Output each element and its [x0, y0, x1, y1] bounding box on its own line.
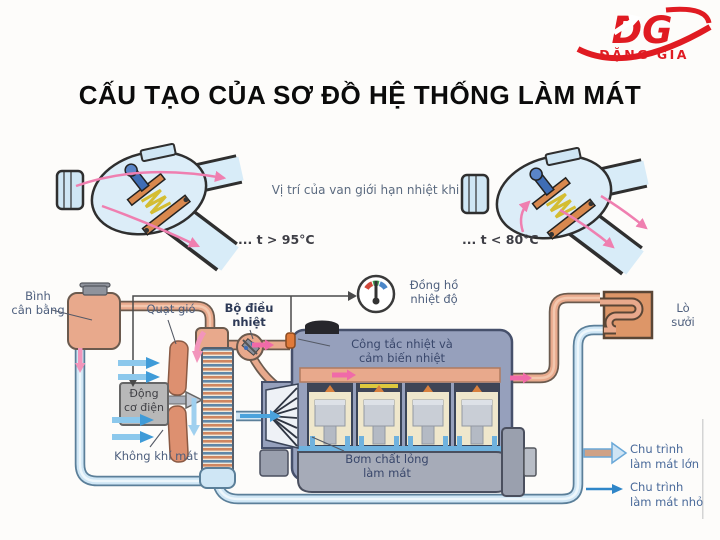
dang-gia-logo: DG ĐẶNG GIA [568, 3, 718, 67]
label-fan: Quạt gió [146, 302, 196, 316]
thermostat-valve-open-illustration [57, 140, 241, 259]
pipe-heater-return-bottom [213, 324, 604, 505]
label-balance-tank: Bình cân bằng [11, 289, 65, 318]
cylinder [454, 383, 500, 447]
output-shaft [523, 447, 537, 477]
legend-large-cycle-label: Chu trình làm mát lớn [630, 442, 700, 471]
logo-swoosh-bottom [576, 24, 712, 62]
fan-blade-top [167, 340, 189, 396]
thermal-switch-icon [285, 332, 296, 349]
radiator-bottom-tank [199, 467, 236, 489]
valve-closed-condition: ... t < 80°C [462, 232, 539, 247]
coolant-flow-arrows [75, 330, 532, 436]
pipe-cool-left-loop [74, 346, 212, 487]
label-thermal-switch: Công tắc nhiệt và cảm biến nhiệt [351, 337, 453, 366]
valve-caption: Vị trí của van giới hạn nhiệt khi [271, 183, 460, 197]
label-temperature-gauge: Đồng hồ nhiệt độ [409, 278, 459, 307]
legend-small-cycle-label: Chu trình làm mát nhỏ [630, 480, 704, 509]
legend-small-cycle-arrow-icon [586, 484, 623, 494]
temperature-gauge-icon [356, 274, 396, 314]
valve-open-condition: ... t > 95°C [238, 232, 315, 247]
valve-flow-arrows [75, 170, 648, 249]
logo-swoosh-top [665, 6, 712, 24]
label-cool-air: Không khí mát [114, 449, 198, 463]
label-heater: Lò sưởi [671, 301, 695, 330]
wire-arrow-right-icon [348, 291, 357, 301]
label-coolant-pump: Bơm chất lỏng làm mát [345, 452, 429, 481]
balance-tank [67, 282, 121, 350]
wire-arrow-down-icon [128, 378, 138, 387]
flywheel [501, 427, 525, 497]
page-edge-line [702, 419, 704, 519]
logo-name-text: ĐẶNG GIA [599, 47, 689, 62]
pipe-engine-to-heater [506, 292, 600, 384]
label-thermostat: Bộ điều nhiệt [224, 301, 274, 330]
sensor-wire [132, 295, 348, 380]
cylinder [356, 383, 402, 447]
label-electric-motor: Động cơ điện [123, 387, 165, 414]
electric-motor-box [119, 382, 169, 426]
engine-cylinders [307, 383, 500, 447]
cylinder [307, 383, 353, 447]
cooling-fan [165, 340, 204, 463]
heater-core [600, 290, 654, 340]
fan-blade-bottom [167, 405, 189, 463]
logo-arrow-icon [612, 18, 634, 36]
hot-coolant-channel [299, 367, 501, 383]
page-title: CẤU TẠO CỦA SƠ ĐỒ HỆ THỐNG LÀM MÁT [78, 80, 642, 110]
cylinder [405, 383, 451, 447]
label-pointer-lines [51, 309, 345, 452]
thermostat-unit [236, 333, 264, 361]
legend-large-cycle-arrow-icon [583, 441, 628, 465]
pipe-tank-outlet [118, 300, 216, 336]
